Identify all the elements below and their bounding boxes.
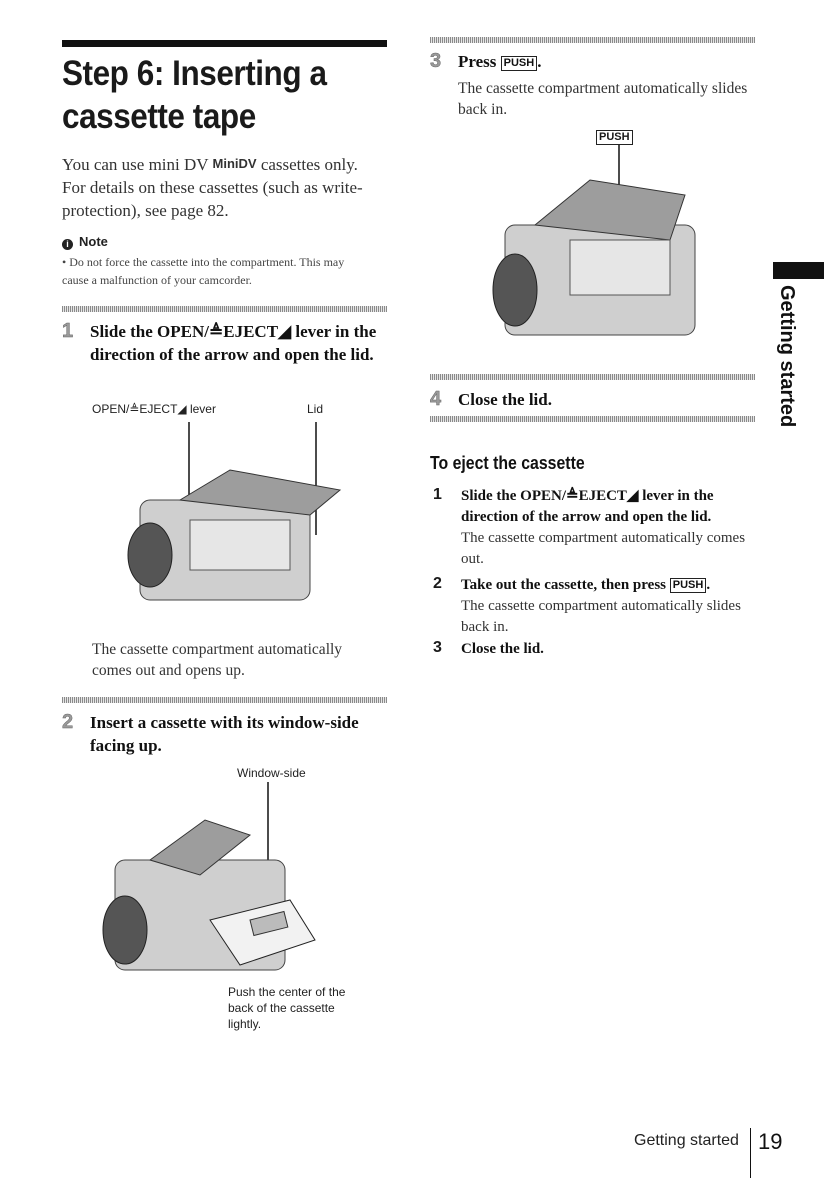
push-center-note: Push the center of the back of the casse…: [228, 985, 346, 1031]
section-tab-label: Getting started: [776, 285, 798, 428]
step-divider: [430, 37, 755, 43]
eject-section-title: To eject the cassette: [430, 453, 585, 473]
info-icon: i: [62, 239, 73, 250]
step-2-heading: 2 Insert a cassette with its window-side…: [62, 711, 359, 755]
camcorder-open-lid-illustration: [127, 422, 342, 601]
note-body: • Do not force the cassette into the com…: [62, 255, 345, 287]
step-divider: [430, 416, 755, 422]
title-rule: [62, 40, 387, 47]
step-divider: [430, 374, 755, 380]
step-divider: [62, 697, 387, 703]
lid-label: Lid: [307, 402, 324, 416]
step-1-caption: The cassette compartment automatically c…: [92, 641, 343, 679]
page-title: Step 6: Inserting a cassette tape: [62, 54, 327, 136]
section-tab-marker: [773, 262, 824, 279]
eject-step-1: 1 Slide the OPEN/≜EJECT◢ lever in the di…: [433, 486, 746, 567]
step-4-heading: 4 Close the lid.: [430, 388, 552, 411]
minidv-logo: MiniDV: [212, 156, 257, 171]
window-side-label: Window-side: [237, 766, 306, 780]
step-divider: [62, 306, 387, 312]
page-number: 19: [758, 1129, 783, 1154]
step-3-heading: 3 Press PUSH.: [430, 50, 542, 73]
eject-step-3: 3 Close the lid.: [433, 639, 544, 657]
cassette-insert-illustration: [102, 782, 316, 971]
footer-section: Getting started: [634, 1132, 739, 1149]
push-callout-label: PUSH: [596, 128, 633, 146]
footer-divider: [750, 1128, 751, 1178]
step-1-heading: 1 Slide the OPEN/≜EJECT◢ lever in the di…: [62, 320, 377, 364]
eject-step-2: 2 Take out the cassette, then press PUSH…: [433, 575, 741, 635]
push-key: PUSH: [669, 578, 707, 593]
lever-label: OPEN/≜EJECT◢ lever: [92, 402, 216, 416]
push-key: PUSH: [500, 56, 538, 71]
step-3-caption: The cassette compartment automatically s…: [458, 80, 748, 118]
intro-paragraph: You can use mini DV MiniDV cassettes onl…: [62, 155, 363, 220]
camcorder-close-compartment-illustration: [492, 145, 696, 336]
